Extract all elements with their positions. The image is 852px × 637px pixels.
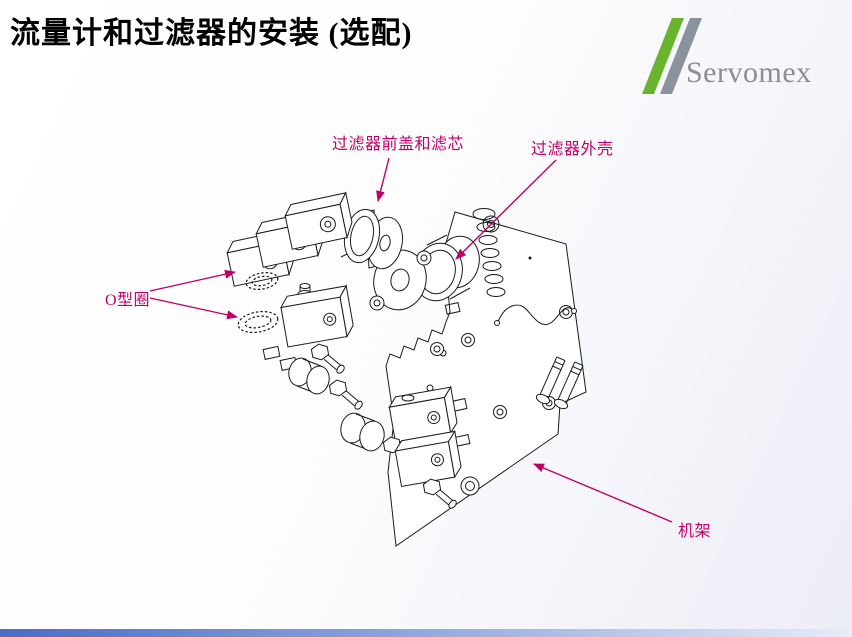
frame-arrow bbox=[533, 463, 673, 523]
callout-arrows bbox=[149, 157, 673, 523]
callout-frame: 机架 bbox=[678, 523, 712, 540]
logo-green-stripe bbox=[642, 18, 684, 94]
o-ring-arrow-bottom bbox=[149, 297, 238, 320]
callout-o-ring: O型圈 bbox=[105, 292, 151, 309]
valve-block bbox=[280, 283, 354, 376]
filter-cover-part bbox=[337, 208, 403, 270]
page-title: 流量计和过滤器的安装 (选配) bbox=[10, 17, 413, 50]
logo-gray-stripe bbox=[660, 18, 702, 94]
o-ring-arrow-top bbox=[149, 269, 236, 292]
spring-icon bbox=[472, 208, 506, 297]
logo-wordmark: Servomex bbox=[686, 56, 812, 89]
filter-housing-arrow bbox=[455, 159, 557, 260]
screws bbox=[430, 305, 586, 496]
logo-stripes-icon bbox=[642, 18, 702, 94]
large-screw-icon bbox=[460, 476, 480, 496]
filter-cover-arrow bbox=[376, 157, 390, 202]
small-parts bbox=[262, 345, 298, 371]
flow-meter-blocks bbox=[224, 192, 356, 287]
solenoid-valve-1 bbox=[288, 357, 458, 444]
callout-filter-housing: 过滤器外壳 bbox=[531, 141, 614, 158]
o-rings bbox=[237, 272, 279, 334]
footer-gradient-bar bbox=[0, 629, 852, 637]
callout-filter-cover: 过滤器前盖和滤芯 bbox=[332, 136, 465, 153]
wire-harness bbox=[494, 304, 577, 326]
solenoid-valve-2 bbox=[340, 412, 462, 511]
servomex-logo: Servomex bbox=[628, 10, 844, 102]
